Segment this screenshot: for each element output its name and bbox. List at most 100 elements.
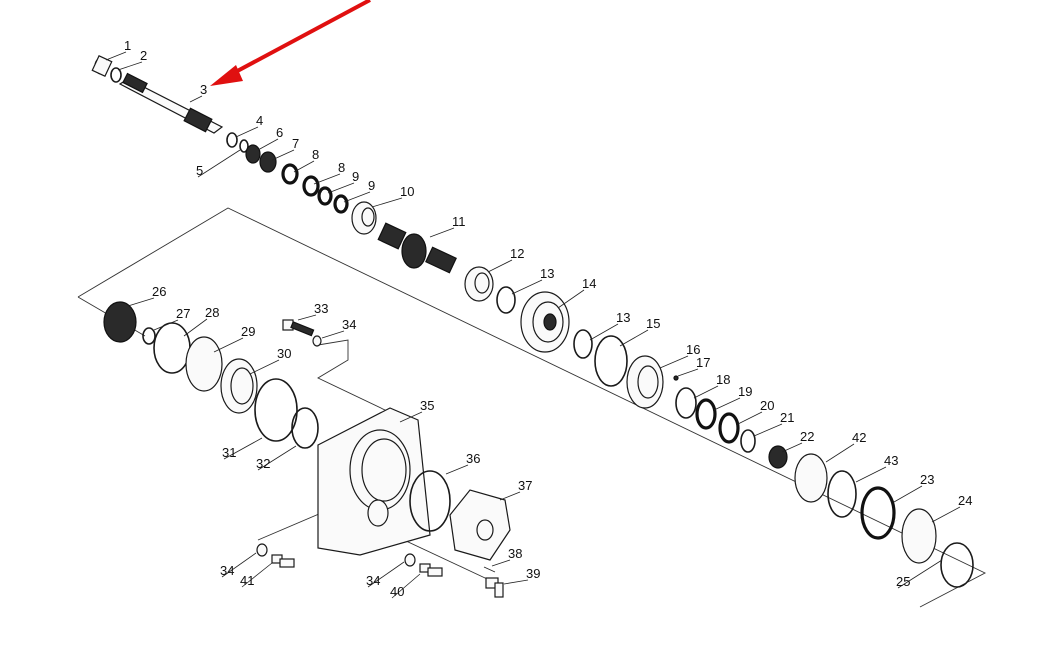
leader-line-39 bbox=[503, 579, 529, 585]
leader-line-20 bbox=[737, 411, 763, 425]
part-27-ring bbox=[142, 327, 156, 345]
part-2-washer bbox=[110, 67, 122, 83]
leader-line-30 bbox=[249, 359, 280, 375]
part-number-label: 43 bbox=[884, 453, 898, 468]
part-number-label: 5 bbox=[196, 163, 203, 178]
leader-line-7 bbox=[271, 149, 295, 161]
part-number-label: 11 bbox=[452, 214, 466, 229]
leader-line-37 bbox=[499, 491, 521, 501]
part-number-label: 6 bbox=[276, 125, 283, 140]
part-24-plate bbox=[901, 508, 937, 564]
part-3-shaft bbox=[118, 72, 224, 134]
leader-line-17 bbox=[677, 368, 699, 377]
leader-line-4 bbox=[235, 126, 259, 138]
part-number-label: 29 bbox=[241, 324, 255, 339]
part-14-carrier bbox=[520, 291, 570, 353]
part-number-label: 1 bbox=[124, 38, 131, 53]
leader-line-32 bbox=[257, 445, 297, 471]
part-19-ring bbox=[695, 398, 717, 430]
part-26-gear bbox=[103, 301, 137, 343]
leader-line-38 bbox=[491, 559, 511, 567]
leader-line-8 bbox=[293, 160, 315, 173]
part-number-label: 31 bbox=[222, 445, 236, 460]
part-37-cover bbox=[449, 489, 511, 561]
leader-line-42 bbox=[825, 443, 855, 463]
leader-line-10 bbox=[371, 197, 403, 208]
part-number-label: 28 bbox=[205, 305, 219, 320]
part-number-label: 16 bbox=[686, 342, 700, 357]
part-35-housing bbox=[317, 407, 431, 556]
part-number-label: 9 bbox=[368, 178, 375, 193]
part-number-label: 8 bbox=[338, 160, 345, 175]
part-number-label: 15 bbox=[646, 316, 660, 331]
leader-line-25 bbox=[897, 559, 943, 589]
part-9-ring-a bbox=[317, 186, 333, 206]
part-36-oring bbox=[409, 470, 451, 532]
part-4-ring bbox=[226, 132, 238, 148]
part-number-label: 17 bbox=[696, 355, 710, 370]
leader-line-1 bbox=[105, 51, 127, 61]
part-8-ring-b bbox=[302, 175, 320, 197]
part-12-bearing bbox=[464, 266, 494, 302]
part-13-oring-a bbox=[496, 286, 516, 314]
leader-line-34 bbox=[367, 561, 405, 588]
part-1-bushing bbox=[91, 54, 113, 78]
leader-line-21 bbox=[753, 423, 783, 437]
leader-line-34 bbox=[321, 330, 345, 339]
part-42-plate bbox=[794, 453, 828, 503]
leader-line-36 bbox=[445, 464, 469, 475]
part-11-gear-shaft bbox=[377, 222, 457, 274]
part-number-label: 4 bbox=[256, 113, 263, 128]
part-number-label: 22 bbox=[800, 429, 814, 444]
leader-line-29 bbox=[213, 337, 244, 353]
leader-line-13 bbox=[589, 323, 619, 341]
part-number-label: 32 bbox=[256, 456, 270, 471]
leader-line-22 bbox=[781, 442, 803, 453]
leader-line-15 bbox=[619, 329, 649, 347]
leader-line-40 bbox=[391, 573, 421, 599]
part-number-label: 36 bbox=[466, 451, 480, 466]
part-16-piston bbox=[626, 355, 664, 409]
part-number-label: 13 bbox=[616, 310, 630, 325]
part-number-label: 14 bbox=[582, 276, 596, 291]
part-number-label: 2 bbox=[140, 48, 147, 63]
part-number-label: 10 bbox=[400, 184, 414, 199]
leader-line-12 bbox=[487, 259, 513, 273]
part-number-label: 18 bbox=[716, 372, 730, 387]
part-number-label: 20 bbox=[760, 398, 774, 413]
leader-line-19 bbox=[713, 397, 741, 411]
leader-line-33 bbox=[297, 314, 317, 321]
assembly-frame bbox=[77, 207, 987, 608]
leader-line-3 bbox=[189, 95, 203, 103]
part-7-bearing bbox=[259, 151, 277, 173]
part-number-label: 27 bbox=[176, 306, 190, 321]
part-30-bearing bbox=[220, 358, 258, 414]
leader-line-23 bbox=[893, 485, 923, 503]
part-39-bolt bbox=[485, 577, 504, 598]
part-20-ring bbox=[718, 412, 740, 444]
part-number-label: 26 bbox=[152, 284, 166, 299]
part-41-bolt bbox=[271, 554, 295, 568]
leader-line-26 bbox=[127, 297, 155, 307]
part-32-oring bbox=[291, 407, 319, 449]
part-number-label: 12 bbox=[510, 246, 524, 261]
part-number-label: 24 bbox=[958, 493, 972, 508]
part-25-snap-ring bbox=[940, 542, 974, 588]
part-number-label: 34 bbox=[220, 563, 234, 578]
leader-line-11 bbox=[429, 227, 455, 238]
leader-line-14 bbox=[557, 289, 585, 309]
part-number-label: 8 bbox=[312, 147, 319, 162]
leader-line-27 bbox=[153, 319, 179, 331]
part-10-bearing bbox=[351, 201, 377, 235]
part-34-washer-low bbox=[256, 543, 268, 557]
part-43-disc bbox=[827, 470, 857, 518]
part-38-pin bbox=[483, 566, 496, 573]
part-number-label: 30 bbox=[277, 346, 291, 361]
part-number-label: 41 bbox=[240, 573, 254, 588]
part-number-label: 33 bbox=[314, 301, 328, 316]
part-28-ring bbox=[153, 322, 191, 374]
part-9-ring-b bbox=[333, 194, 349, 214]
part-15-ring bbox=[594, 335, 628, 387]
